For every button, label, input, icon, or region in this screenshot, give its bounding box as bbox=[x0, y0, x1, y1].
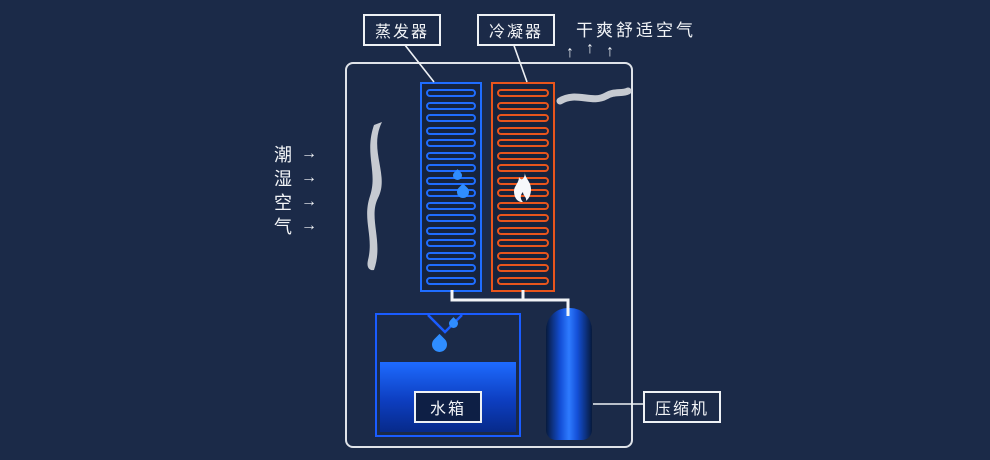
coil-row bbox=[497, 201, 549, 210]
air-swish-icon bbox=[556, 87, 632, 105]
coil-row bbox=[426, 276, 476, 285]
evaporator-label: 蒸发器 bbox=[363, 14, 442, 46]
coil-row bbox=[426, 251, 476, 260]
right-arrow-icon: → bbox=[301, 217, 317, 234]
coil-row bbox=[497, 226, 549, 235]
coil-row bbox=[426, 151, 476, 160]
coil-row bbox=[497, 114, 549, 123]
coil-row bbox=[426, 114, 476, 123]
up-arrow-icon: ↑ bbox=[606, 43, 614, 60]
coil-row bbox=[497, 164, 549, 173]
water-tank-label: 水箱 bbox=[413, 391, 483, 423]
coil-row bbox=[426, 201, 476, 210]
coil-row bbox=[497, 101, 549, 110]
compressor bbox=[546, 308, 592, 440]
right-arrow-icon: → bbox=[301, 193, 317, 210]
flame-icon bbox=[514, 171, 531, 202]
fan-blade-icon bbox=[367, 122, 382, 271]
humid-air-char: 湿 bbox=[274, 169, 292, 189]
coil-row bbox=[497, 139, 549, 148]
coil-row bbox=[497, 276, 549, 285]
up-arrow-icon: ↑ bbox=[586, 40, 594, 57]
coil-row bbox=[426, 89, 476, 97]
coil-row bbox=[497, 264, 549, 273]
coil-row bbox=[497, 214, 549, 223]
coil-row bbox=[426, 139, 476, 148]
coil-row bbox=[426, 189, 476, 198]
humid-air-row: 空 → bbox=[274, 190, 317, 214]
water-tank: 水箱 bbox=[375, 313, 521, 437]
coil-row bbox=[426, 101, 476, 110]
dry-air-label: 干爽舒适空气 bbox=[576, 21, 696, 40]
evaporator-coil bbox=[420, 82, 482, 292]
coil-row bbox=[497, 251, 549, 260]
coil-row bbox=[497, 126, 549, 135]
coil-row bbox=[426, 264, 476, 273]
humid-air-char: 潮 bbox=[274, 145, 292, 165]
humid-air-char: 空 bbox=[274, 193, 292, 213]
condenser-label: 冷凝器 bbox=[477, 14, 556, 46]
coil-row bbox=[426, 176, 476, 185]
right-arrow-icon: → bbox=[301, 145, 317, 162]
coil-row bbox=[497, 151, 549, 160]
humid-air-row: 潮 → bbox=[274, 142, 317, 166]
coil-row bbox=[426, 164, 476, 173]
right-arrow-icon: → bbox=[301, 169, 317, 186]
humid-air-char: 气 bbox=[274, 217, 292, 237]
humid-air-row: 气 → bbox=[274, 214, 317, 238]
coil-row bbox=[426, 226, 476, 235]
up-arrow-icon: ↑ bbox=[566, 44, 574, 61]
coil-row bbox=[426, 239, 476, 248]
coil-row bbox=[426, 126, 476, 135]
compressor-label: 压缩机 bbox=[643, 391, 722, 423]
coil-row bbox=[497, 89, 549, 97]
coil-row bbox=[497, 239, 549, 248]
dry-air-arrows: ↑ ↑ ↑ bbox=[566, 40, 614, 62]
humid-air-row: 湿 → bbox=[274, 166, 317, 190]
humid-air-label: 潮 → 湿 → 空 → 气 → bbox=[274, 142, 317, 238]
coil-row bbox=[426, 214, 476, 223]
machine-body-outline bbox=[345, 62, 633, 448]
